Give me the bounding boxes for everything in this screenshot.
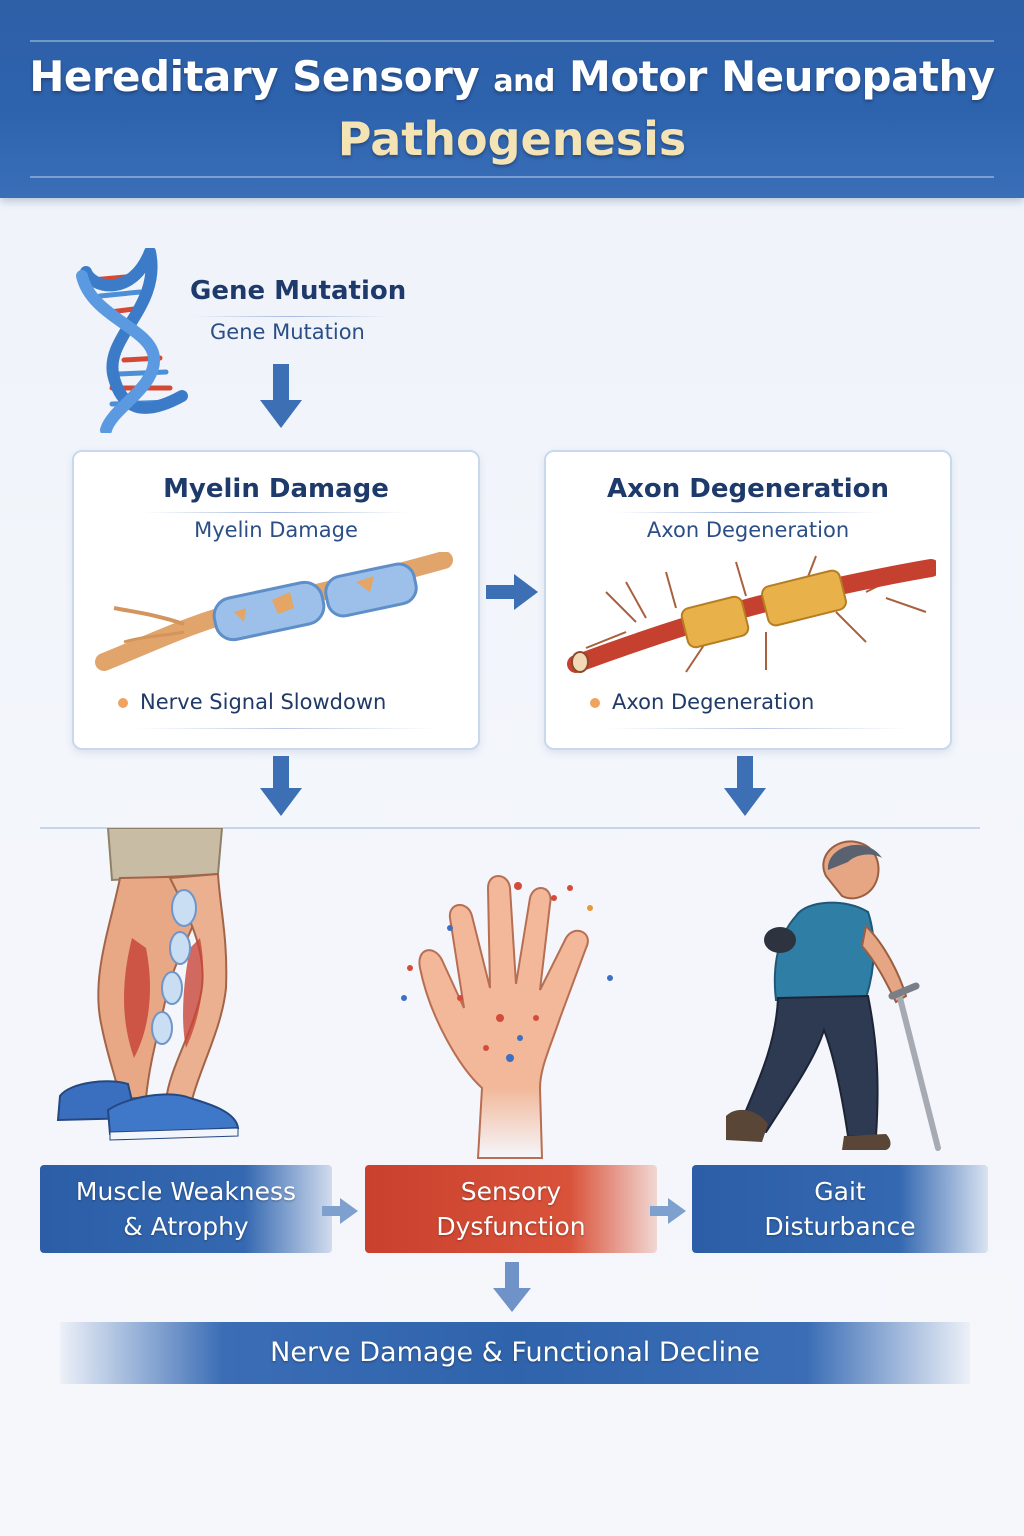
axon-card-bullet: Axon Degeneration bbox=[590, 690, 814, 714]
section-divider bbox=[40, 827, 980, 829]
dna-icon bbox=[76, 248, 188, 433]
sensory-dysfunction-box: Sensory Dysfunction bbox=[365, 1165, 657, 1253]
final-outcome-banner: Nerve Damage & Functional Decline bbox=[60, 1322, 970, 1384]
muscle-weakness-line2: & Atrophy bbox=[123, 1212, 249, 1241]
myelin-bullet-text: Nerve Signal Slowdown bbox=[140, 690, 387, 714]
muscle-weakness-box: Muscle Weakness & Atrophy bbox=[40, 1165, 332, 1253]
header-bottom-rule bbox=[30, 176, 994, 178]
page-title: Hereditary Sensory and Motor Neuropathy bbox=[0, 52, 1024, 101]
axon-bullet-text: Axon Degeneration bbox=[612, 690, 815, 714]
axon-card-title: Axon Degeneration bbox=[606, 474, 889, 504]
page-subtitle: Pathogenesis bbox=[337, 112, 687, 166]
axon-card-divider bbox=[616, 512, 880, 513]
title-and: and bbox=[493, 64, 555, 99]
arrow-down-icon bbox=[724, 756, 766, 816]
arrow-right-icon bbox=[650, 1198, 686, 1224]
gene-mutation-title: Gene Mutation bbox=[190, 276, 407, 306]
myelin-card-bottom-rule bbox=[134, 728, 438, 729]
arrow-right-icon bbox=[322, 1198, 358, 1224]
myelin-card-subtitle: Myelin Damage bbox=[194, 518, 358, 542]
final-outcome-label: Nerve Damage & Functional Decline bbox=[270, 1337, 760, 1368]
myelin-card-divider bbox=[144, 512, 408, 513]
arrow-down-icon bbox=[260, 364, 302, 428]
gene-mutation-subtitle: Gene Mutation bbox=[210, 320, 365, 344]
axon-card-bottom-rule bbox=[606, 728, 910, 729]
bullet-dot-icon bbox=[590, 698, 600, 708]
leg-icon bbox=[56, 828, 240, 1141]
muscle-weakness-line1: Muscle Weakness bbox=[75, 1177, 297, 1206]
myelin-damage-card: Myelin Damage Myelin Damage Nerve Signal… bbox=[72, 450, 480, 750]
header-top-rule bbox=[30, 40, 994, 42]
gait-disturbance-box: Gait Disturbance bbox=[692, 1165, 988, 1253]
axon-card-subtitle: Axon Degeneration bbox=[646, 518, 850, 542]
header-banner: Hereditary Sensory and Motor Neuropathy … bbox=[0, 0, 1024, 198]
walking-man-icon bbox=[726, 840, 941, 1151]
gait-disturbance-line2: Disturbance bbox=[764, 1212, 916, 1241]
sensory-dysfunction-line1: Sensory bbox=[460, 1177, 562, 1206]
arrow-down-icon bbox=[260, 756, 302, 816]
title-part-1: Hereditary Sensory bbox=[29, 52, 480, 101]
sensory-dysfunction-line2: Dysfunction bbox=[436, 1212, 586, 1241]
myelin-card-bullet: Nerve Signal Slowdown bbox=[118, 690, 386, 714]
hand-icon bbox=[401, 875, 613, 1159]
bullet-dot-icon bbox=[118, 698, 128, 708]
title-part-2: Motor Neuropathy bbox=[569, 52, 995, 101]
myelin-card-title: Myelin Damage bbox=[163, 474, 389, 504]
arrow-right-icon bbox=[486, 574, 538, 610]
gene-divider bbox=[190, 316, 390, 317]
axon-degeneration-card: Axon Degeneration Axon Degeneration Axon… bbox=[544, 450, 952, 750]
axon-nerve-icon bbox=[567, 555, 936, 673]
arrow-down-icon bbox=[493, 1262, 531, 1312]
myelin-nerve-icon bbox=[95, 552, 453, 671]
gait-disturbance-line1: Gait bbox=[814, 1177, 866, 1206]
